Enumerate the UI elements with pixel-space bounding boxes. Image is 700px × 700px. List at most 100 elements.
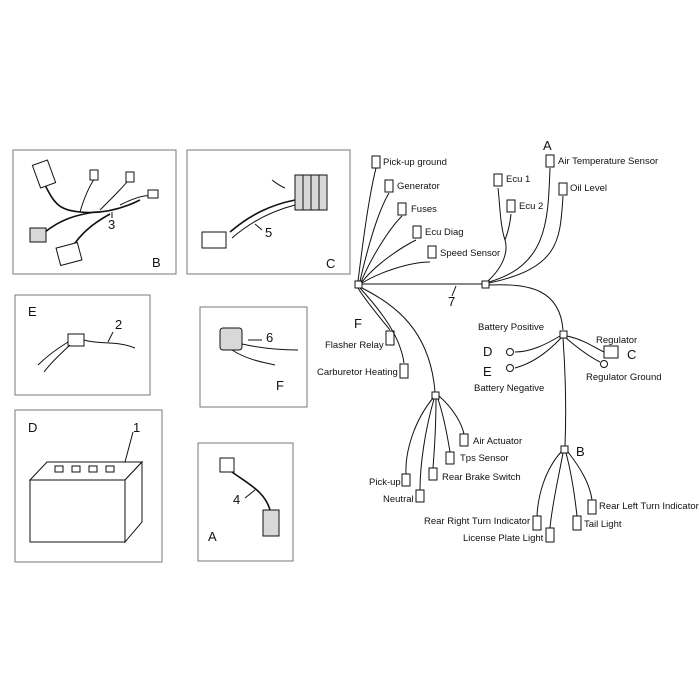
connector-regulator [603,345,619,359]
panel-e: 2 E [14,294,151,396]
node-main-left [354,280,363,289]
panel-f-frame [199,306,308,408]
node-main-right [481,280,490,289]
connector-carburetor-heating [399,363,409,379]
panel-b-connector [55,241,83,267]
panel-c-wire [231,204,296,239]
wire-tail-light [565,452,578,517]
label-pickup: Pick-up [369,477,401,488]
battery-body [29,479,126,543]
panel-a-leader [244,489,256,499]
panel-f: 6 F [199,306,308,408]
panel-e-wire [37,341,69,366]
connector-fuses [397,202,407,216]
wire-to-regulator-node [488,284,564,331]
battery-cap [88,465,98,473]
letter-f: F [354,316,362,331]
panel-a-part-number: 4 [233,492,240,507]
label-ecu-diag: Ecu Diag [425,227,464,238]
connector-air-temp [545,154,555,168]
harness-leader [451,285,457,297]
connector-pickup-ground [371,155,381,169]
connector-oil-level [558,182,568,196]
panel-e-wire [83,339,136,349]
connector-tail-light [572,515,582,531]
panel-b-terminal [125,171,135,183]
panel-a-letter: A [208,529,217,544]
letter-e: E [483,364,492,379]
connector-ecu1 [493,173,503,187]
panel-a: 4 A [197,442,294,562]
terminal-battery-negative [506,364,514,372]
panel-e-letter: E [28,304,37,319]
panel-e-connector [67,333,85,347]
wire-tps-sensor [437,398,451,453]
label-pickup-ground: Pick-up ground [383,157,447,168]
wire-pickup-ground [357,167,377,282]
wire-rear-right-turn [536,451,562,517]
connector-rear-left-turn [587,499,597,515]
label-ecu1: Ecu 1 [506,174,530,185]
panel-b-letter: B [152,255,161,270]
panel-c-wire [271,179,286,189]
panel-b-terminal [147,189,159,199]
panel-d-leader [124,431,134,463]
panel-b-terminal [89,169,99,181]
harness-number: 7 [448,294,455,309]
connector-speed-sensor [427,245,437,259]
label-fuses: Fuses [411,204,437,215]
connector-pickup [401,473,411,487]
wire-ecu2 [504,213,512,241]
panel-b-connector [31,159,57,189]
panel-f-relay [219,327,243,351]
label-rear-right-turn: Rear Right Turn Indicator [424,516,530,527]
connector-air-actuator [459,433,469,447]
wire-to-rear-node [562,337,567,447]
panel-a-wire [231,471,271,511]
connector-ecu2 [506,199,516,213]
battery-top [28,461,144,481]
battery-cap [71,465,81,473]
wire-pickup [405,397,434,475]
wire-battery-negative [514,337,562,369]
panel-f-wire [241,343,299,351]
wire-sensor-node [361,287,436,393]
wire-neutral [419,398,435,491]
connector-license-plate [545,527,555,543]
label-license-plate-light: License Plate Light [463,533,544,544]
wire-regulator-ground [565,337,601,363]
letter-c: C [627,347,636,362]
panel-e-leader [107,331,114,343]
battery-side [124,460,143,544]
wire-ecu1 [487,187,507,282]
wire-flasher-relay [357,287,391,331]
connector-neutral [415,489,425,503]
label-rear-brake-switch: Rear Brake Switch [442,472,521,483]
panel-c-frame [186,149,351,275]
wire-regulator [566,335,605,353]
panel-b-part-number: 3 [108,217,115,232]
panel-c-part-number: 5 [265,225,272,240]
connector-rear-right-turn [532,515,542,531]
label-battery-negative: Battery Negative [474,383,544,394]
panel-f-part-number: 6 [266,330,273,345]
panel-c-connector [201,231,227,249]
panel-c: 5 C [186,149,351,275]
battery-cap [105,465,115,473]
connector-generator [384,179,394,193]
terminal-battery-positive [506,348,514,356]
label-regulator: Regulator [596,335,637,346]
panel-c-wire [229,199,296,233]
wire-battery-positive [514,335,561,353]
label-battery-positive: Battery Positive [478,322,544,333]
label-flasher-relay: Flasher Relay [325,340,384,351]
wire-license-plate [549,452,564,529]
label-ecu2: Ecu 2 [519,201,543,212]
battery-cap [54,465,64,473]
wire-air-temp [488,167,551,283]
connector-tps-sensor [445,451,455,465]
label-rear-left-turn: Rear Left Turn Indicator [599,501,699,512]
panel-b: 3 B [12,149,177,275]
label-tail-light: Tail Light [584,519,622,530]
